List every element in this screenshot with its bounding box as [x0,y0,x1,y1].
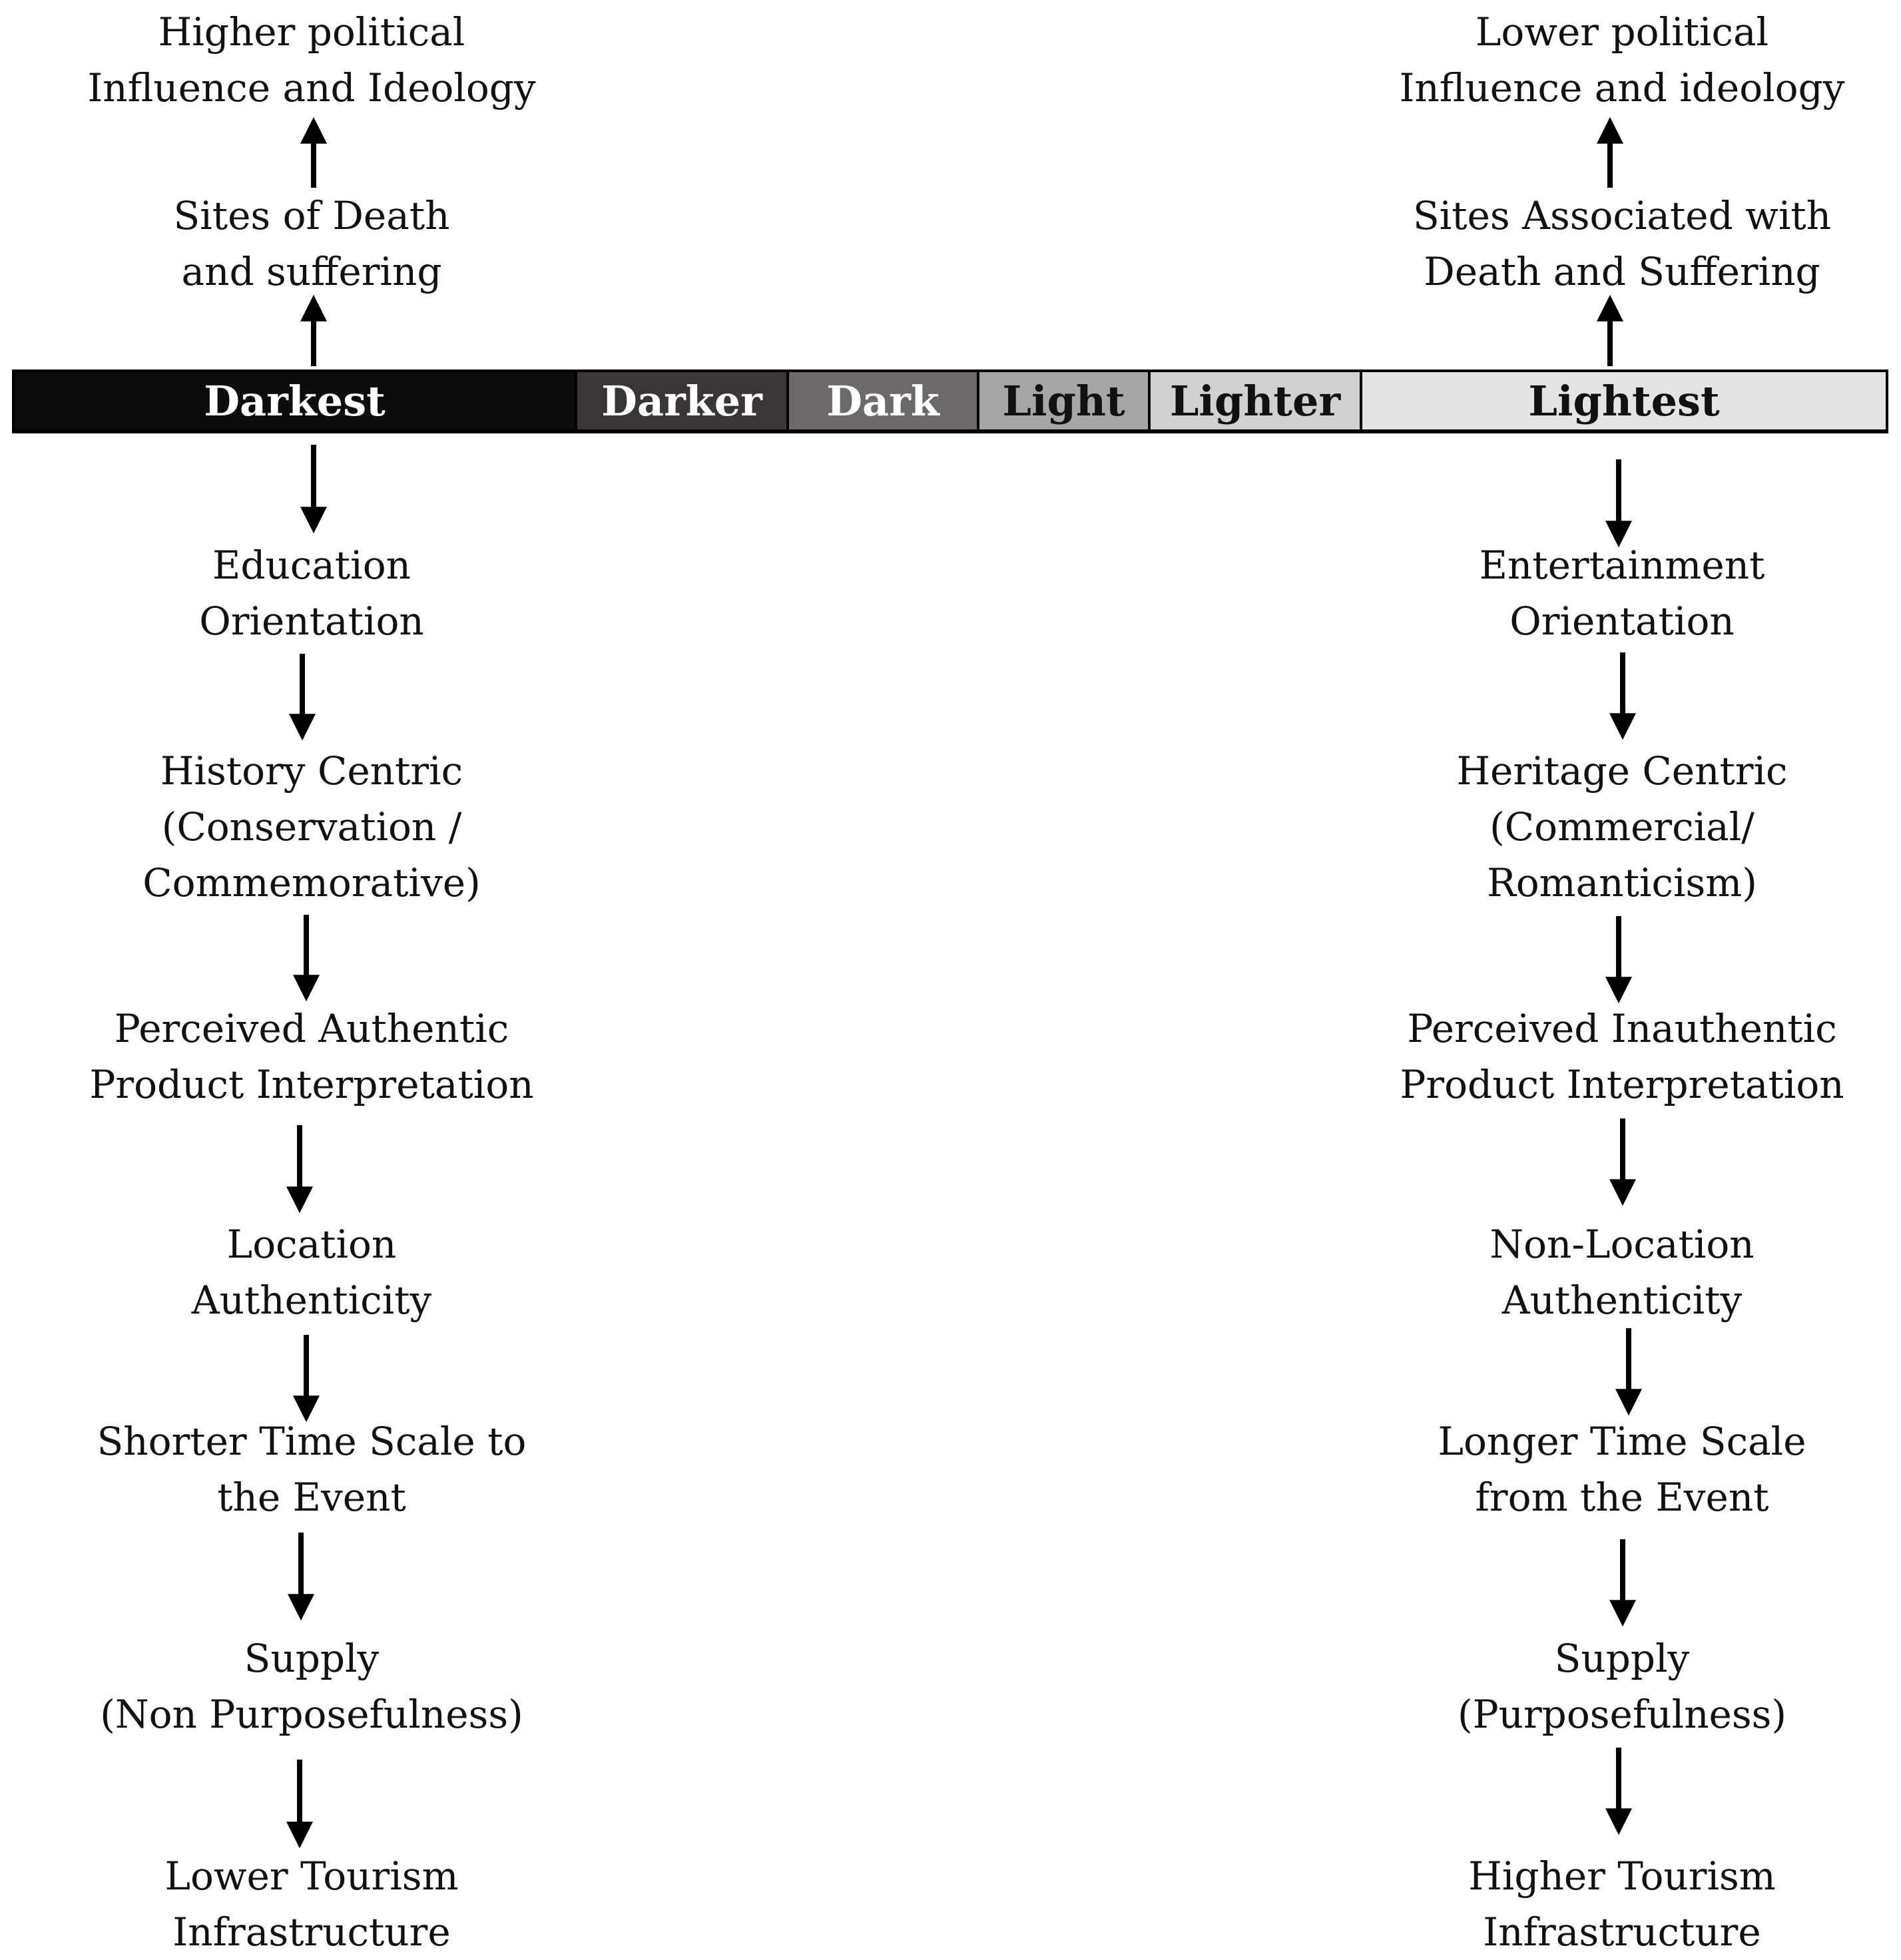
right-top-label-sites: Sites Associated with Death and Sufferin… [1412,193,1832,294]
left-label-location-authenticity: Location Authenticity [191,1222,432,1323]
right-label-perceived-inauthentic: Perceived Inauthentic Product Interpreta… [1400,1006,1844,1107]
left-label-lower-tourism-infrastructure: Lower Tourism Infrastructure [164,1853,459,1955]
left-top-label-political-influence: Higher political Influence and Ideology [87,9,536,111]
left-label-education-orientation: Education Orientation [199,543,424,644]
spectrum-segment-dark: Dark [789,372,979,429]
right-label-entertainment-orientation: Entertainment Orientation [1479,543,1765,644]
right-label-higher-tourism-infrastructure: Higher Tourism Infrastructure [1468,1853,1776,1955]
right-label-non-location-authenticity: Non-Location Authenticity [1490,1222,1755,1323]
right-label-supply-purposefulness: Supply (Purposefulness) [1457,1636,1787,1737]
left-label-shorter-time-scale: Shorter Time Scale to the Event [97,1419,527,1520]
left-top-label-sites: Sites of Death and suffering [173,193,450,294]
spectrum-segment-darkest: Darkest [15,372,577,429]
right-label-longer-time-scale: Longer Time Scale from the Event [1438,1419,1806,1520]
left-label-history-centric: History Centric (Conservation / Commemor… [142,748,481,905]
dark-tourism-spectrum-bar: Darkest Darker Dark Light Lighter Lighte… [12,369,1888,433]
left-label-supply-non-purposefulness: Supply (Non Purposefulness) [100,1636,523,1737]
spectrum-segment-lightest: Lightest [1362,372,1886,429]
spectrum-segment-darker: Darker [577,372,789,429]
spectrum-segment-lighter: Lighter [1151,372,1362,429]
right-top-label-political-influence: Lower political Influence and ideology [1399,9,1845,111]
spectrum-segment-light: Light [979,372,1151,429]
right-label-heritage-centric: Heritage Centric (Commercial/ Romanticis… [1456,748,1788,905]
left-label-perceived-authentic: Perceived Authentic Product Interpretati… [89,1006,534,1107]
